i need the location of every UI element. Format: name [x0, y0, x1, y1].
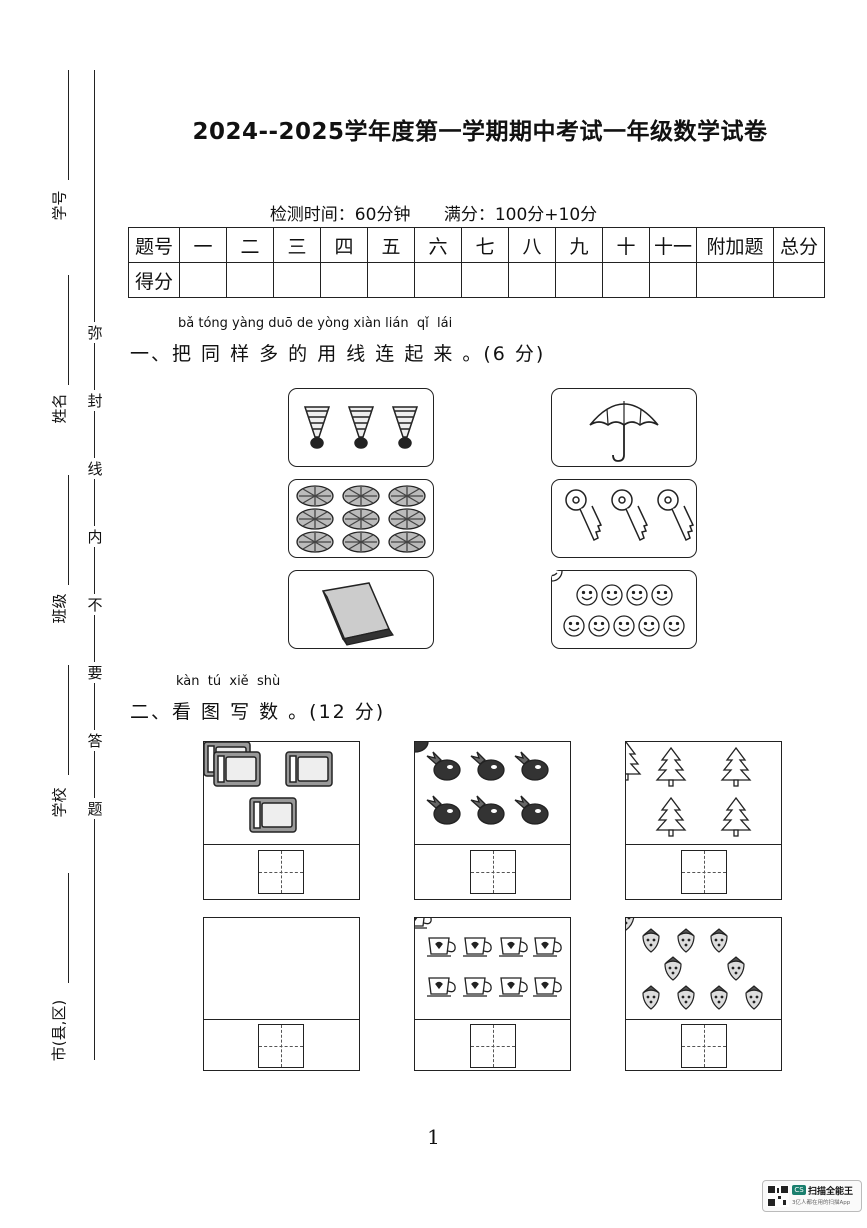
field-line	[68, 873, 69, 983]
tree-picture	[610, 740, 781, 845]
score-cell[interactable]	[773, 262, 825, 298]
exam-full-score: 满分：100分+10分	[443, 205, 598, 225]
cup-picture	[403, 909, 570, 1020]
seal-char: 答	[86, 730, 104, 751]
tree-card	[610, 740, 782, 900]
lotus-leaf-icon	[296, 485, 426, 553]
seal-char: 题	[86, 798, 104, 819]
field-line	[68, 475, 69, 585]
field-school-label: 学校	[50, 787, 69, 818]
score-cell[interactable]	[602, 262, 650, 298]
exam-info: 检测时间：60分钟 满分：100分+10分	[0, 200, 867, 225]
score-cell[interactable]	[179, 262, 227, 298]
book-box[interactable]	[288, 570, 434, 649]
score-cell[interactable]	[508, 262, 556, 298]
score-cell[interactable]	[461, 262, 509, 298]
q1-title: 一、把 同 样 多 的 用 线 连 起 来 。(6 分)	[130, 343, 546, 365]
answer-box[interactable]	[470, 1024, 516, 1068]
shuttlecock-icon	[303, 406, 418, 449]
tv-icon	[203, 741, 333, 833]
seal-char: 封	[86, 390, 104, 411]
book-icon	[321, 582, 394, 646]
score-header-cell: 三	[273, 227, 321, 263]
exam-time: 检测时间：60分钟	[269, 205, 411, 225]
empty-card	[203, 917, 360, 1071]
cs-logo-icon: CS	[792, 1185, 806, 1195]
score-cell[interactable]	[649, 262, 697, 298]
eggplant-icon	[394, 723, 549, 825]
score-header-cell: 五	[367, 227, 415, 263]
strawberry-card	[617, 906, 782, 1071]
score-table: 题号 一 二 三 四 五 六 七 八 九 十 十一 附加题 总分 得分	[128, 227, 825, 298]
seal-line	[94, 70, 95, 1060]
seal-char: 内	[86, 526, 104, 547]
q1-pinyin: bǎ tóng yàng duō de yòng xiàn lián qǐ lá…	[178, 316, 453, 331]
score-row-label: 得分	[128, 262, 180, 298]
score-cell[interactable]	[226, 262, 274, 298]
field-city-label: 市(县,区)	[50, 999, 69, 1062]
score-header-cell: 附加题	[696, 227, 774, 263]
strawberry-picture	[617, 906, 781, 1020]
answer-box[interactable]	[681, 1024, 727, 1068]
score-header-cell: 四	[320, 227, 368, 263]
score-cell[interactable]	[273, 262, 321, 298]
cup-card	[403, 909, 571, 1071]
score-header-cell: 六	[414, 227, 462, 263]
seal-char: 要	[86, 662, 104, 683]
strawberry-icon	[617, 906, 763, 1010]
field-line	[68, 275, 69, 385]
scanner-watermark: CS 扫描全能王 3亿人都在用的扫描App	[762, 1180, 862, 1212]
tv-picture	[203, 741, 359, 845]
score-cell[interactable]	[367, 262, 415, 298]
answer-box[interactable]	[681, 850, 727, 894]
score-header-cell: 二	[226, 227, 274, 263]
shuttlecock-box[interactable]	[288, 388, 434, 467]
eggplant-card	[394, 723, 571, 900]
umbrella-box[interactable]	[551, 388, 697, 467]
smiley-icon	[541, 560, 685, 637]
seal-char: 弥	[86, 322, 104, 343]
score-header-cell: 十	[602, 227, 650, 263]
field-line	[68, 70, 69, 180]
q2-title: 二、看 图 写 数 。(12 分)	[130, 701, 386, 723]
field-name-label: 姓名	[50, 393, 69, 424]
score-cell[interactable]	[555, 262, 603, 298]
score-table-header-row: 题号 一 二 三 四 五 六 七 八 九 十 十一 附加题 总分	[128, 227, 825, 263]
exam-title: 2024--2025学年度第一学期期中考试一年级数学试卷	[192, 119, 768, 145]
tree-icon	[610, 740, 751, 837]
score-cell[interactable]	[320, 262, 368, 298]
keys-box[interactable]	[551, 479, 697, 558]
field-class-label: 班级	[50, 593, 69, 624]
score-cell[interactable]	[696, 262, 774, 298]
score-header-cell: 题号	[128, 227, 180, 263]
score-header-cell: 七	[461, 227, 509, 263]
answer-box[interactable]	[470, 850, 516, 894]
answer-box[interactable]	[258, 1024, 304, 1068]
score-header-cell: 九	[555, 227, 603, 263]
qr-code-icon	[767, 1185, 789, 1207]
scanner-sub: 3亿人都在用的扫描App	[792, 1200, 851, 1206]
cup-icon	[403, 909, 562, 997]
q2-pinyin: kàn tú xiě shù	[176, 674, 281, 689]
score-header-cell: 八	[508, 227, 556, 263]
page-number: 1	[427, 1125, 440, 1149]
smiley-box[interactable]	[541, 560, 697, 649]
tv-card	[203, 741, 360, 900]
field-line	[68, 665, 69, 775]
key-icon	[565, 489, 694, 542]
empty-picture	[204, 918, 359, 1020]
score-cell[interactable]	[414, 262, 462, 298]
score-header-cell: 一	[179, 227, 227, 263]
score-header-cell: 十一	[649, 227, 697, 263]
scanner-brand: 扫描全能王	[808, 1187, 854, 1197]
umbrella-icon	[589, 401, 659, 462]
score-table-score-row: 得分	[128, 262, 825, 298]
seal-char: 线	[86, 458, 104, 479]
lotus-leaf-box[interactable]	[288, 479, 434, 558]
score-header-cell: 总分	[773, 227, 825, 263]
eggplant-picture	[394, 723, 570, 845]
seal-char: 不	[86, 594, 104, 615]
answer-box[interactable]	[258, 850, 304, 894]
